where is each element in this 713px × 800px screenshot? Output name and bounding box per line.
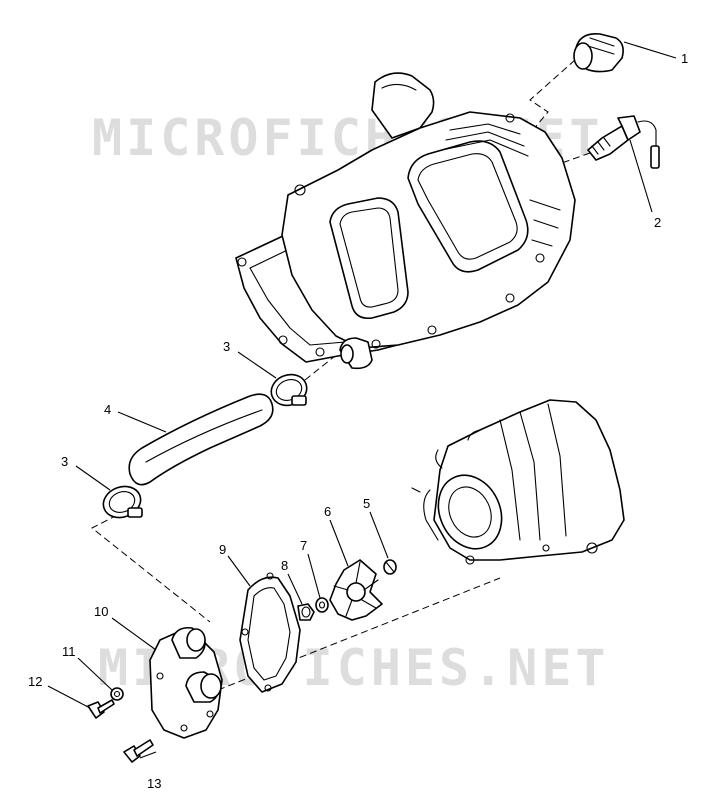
part-3-clamp-lower — [102, 485, 143, 519]
part-5-nut — [383, 559, 397, 575]
part-2-sensor — [587, 115, 660, 169]
part-3-clamp-upper — [270, 373, 308, 407]
callout-13: 13 — [147, 776, 161, 791]
callout-3-lower: 3 — [61, 454, 68, 469]
part-13-bolt — [123, 739, 154, 763]
part-11-washer — [110, 687, 124, 701]
callout-5: 5 — [363, 496, 370, 511]
callout-7: 7 — [300, 538, 307, 553]
part-4-hose — [128, 393, 274, 486]
callout-6: 6 — [324, 504, 331, 519]
part-7-washer — [315, 597, 329, 613]
callout-12: 12 — [28, 674, 42, 689]
part-12-bolt — [87, 699, 115, 719]
leader-lines — [47, 41, 677, 759]
part-10-pump-cover — [149, 626, 223, 739]
callout-10: 10 — [94, 604, 108, 619]
callout-8: 8 — [281, 558, 288, 573]
part-1-cap — [573, 32, 624, 73]
callout-numbers: 1 2 3 4 3 5 6 7 8 9 10 11 12 13 — [28, 51, 688, 791]
crankcase-housing — [411, 399, 625, 565]
cylinder-head — [235, 72, 576, 370]
callout-3-upper: 3 — [223, 339, 230, 354]
callout-1: 1 — [681, 51, 688, 66]
part-8-seal — [297, 603, 315, 621]
callout-11: 11 — [62, 644, 76, 659]
callout-4: 4 — [104, 402, 111, 417]
part-9-gasket — [239, 572, 301, 693]
part-6-impeller — [329, 559, 383, 621]
callout-9: 9 — [219, 542, 226, 557]
callout-2: 2 — [654, 215, 661, 230]
